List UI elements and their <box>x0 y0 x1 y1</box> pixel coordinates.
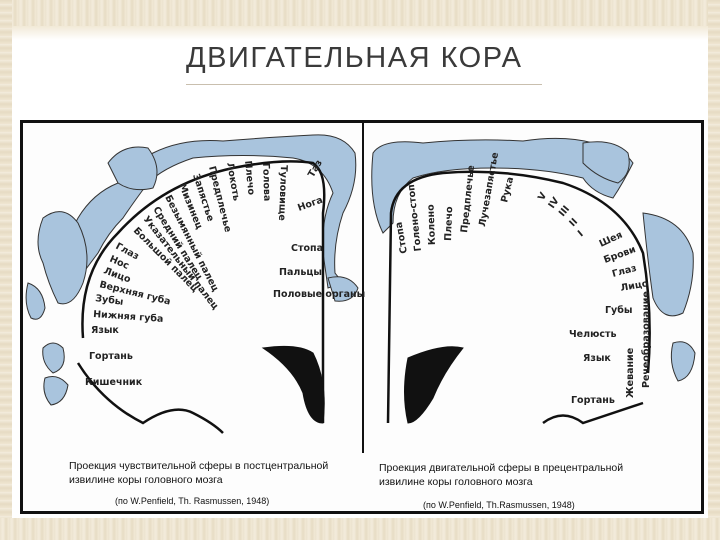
right-label-lips: Губы <box>605 305 632 316</box>
left-label-foot: Стопа <box>291 243 323 254</box>
left-label-lower-lip: Нижняя губа <box>93 309 164 325</box>
left-caption: Проекция чувствительной сферы в постцент… <box>69 459 329 487</box>
left-label-larynx: Гортань <box>89 351 133 362</box>
left-label-toes: Пальцы <box>279 267 322 278</box>
left-cortex-base <box>78 363 223 433</box>
left-hand <box>108 147 157 190</box>
left-label-trunk: Туловище <box>276 165 289 221</box>
right-label-finger-ii: II <box>567 216 580 229</box>
right-label-larynx: Гортань <box>571 395 615 406</box>
right-caption: Проекция двигательной сферы в прецентрал… <box>379 461 659 489</box>
right-label-chewing: Жевание <box>625 348 636 398</box>
top-border-texture <box>0 0 720 26</box>
right-label-tongue: Язык <box>583 353 611 364</box>
right-label-foot: Стопа <box>394 221 410 254</box>
right-label-knee: Колено <box>426 204 438 246</box>
top-border-fade <box>0 26 720 40</box>
right-label-ankle: Голено-стоп <box>406 184 424 252</box>
left-label-head: Голова <box>260 163 272 202</box>
left-tongue <box>26 283 45 319</box>
right-cortex-base <box>543 403 643 423</box>
left-source: (по W.Penfield, Th. Rasmussen, 1948) <box>115 496 269 506</box>
left-label-genitals: Половые органы <box>273 289 365 300</box>
left-label-leg: Нога <box>296 195 324 214</box>
left-label-shoulder: Плечо <box>242 160 257 196</box>
right-border-texture <box>708 0 720 540</box>
right-label-finger-i: I <box>576 229 586 240</box>
right-source: (по W.Penfield, Th.Rasmussen, 1948) <box>423 500 575 510</box>
right-label-brows: Брови <box>602 244 637 266</box>
right-label-neck: Шея <box>598 229 625 249</box>
homunculus-figure: Глаз Нос Лицо Верхняя губа Зубы Нижняя г… <box>20 120 704 514</box>
right-ventricle <box>405 347 464 423</box>
slide-title: ДВИГАТЕЛЬНАЯ КОРА <box>186 42 522 75</box>
left-face <box>38 212 87 304</box>
right-throat <box>671 342 695 381</box>
bottom-border-texture <box>0 518 720 540</box>
right-label-forearm: Предплечье <box>459 165 477 234</box>
homunculus-diagram: Глаз Нос Лицо Верхняя губа Зубы Нижняя г… <box>23 123 704 514</box>
left-ventricle <box>263 346 324 423</box>
left-abdomen <box>44 377 68 405</box>
right-label-speech: Речеобразование <box>641 291 652 388</box>
right-label-hand: Рука <box>499 176 516 204</box>
right-label-finger-v: V <box>536 190 550 202</box>
left-border-texture <box>0 0 12 540</box>
left-label-tongue: Язык <box>91 325 119 336</box>
right-label-jaw: Челюсть <box>569 329 616 340</box>
right-label-eye: Глаз <box>611 263 638 280</box>
left-label-teeth: Зубы <box>95 293 124 308</box>
right-label-shoulder: Плечо <box>443 206 455 241</box>
left-throat <box>43 343 65 373</box>
left-label-intestine: Кишечник <box>85 377 143 388</box>
right-label-finger-iii: III <box>557 204 572 219</box>
title-underline <box>186 84 542 85</box>
